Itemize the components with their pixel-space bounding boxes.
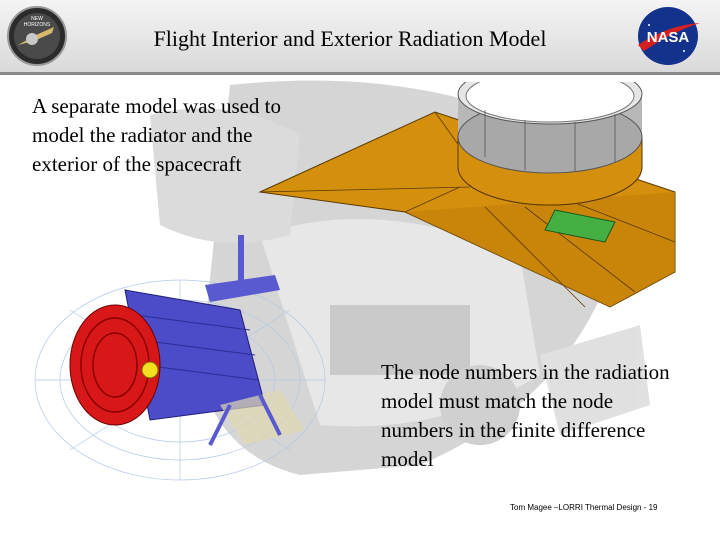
svg-text:NASA: NASA: [647, 29, 690, 46]
node-number-note: The node numbers in the radiation model …: [381, 360, 670, 471]
svg-text:NEW: NEW: [31, 16, 43, 22]
header-divider: [0, 72, 720, 75]
svg-text:HORIZONS: HORIZONS: [24, 22, 51, 28]
radiator-model-description: A separate model was used to model the r…: [32, 94, 282, 176]
slide-header: NEW HORIZONS Flight Interior and Exterio…: [0, 0, 720, 74]
nasa-logo: NASA: [638, 7, 700, 65]
telescope-model-figure: [34, 235, 326, 481]
slide-title: Flight Interior and Exterior Radiation M…: [153, 26, 547, 51]
slide-footer: Tom Magee –LORRI Thermal Design - 19: [510, 503, 658, 512]
new-horizons-logo: NEW HORIZONS: [7, 6, 67, 66]
radiator-model-figure: [258, 82, 676, 308]
